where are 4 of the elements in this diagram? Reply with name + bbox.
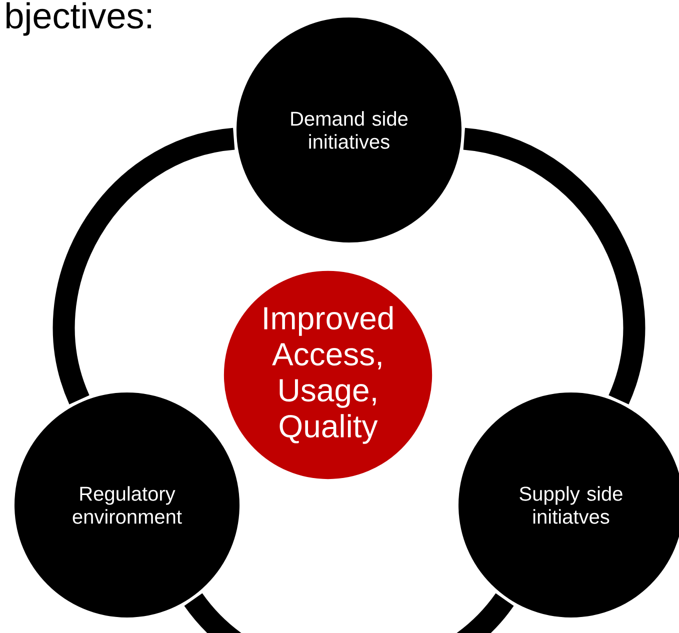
ring-arc (184, 592, 514, 633)
ring-arc (53, 128, 236, 404)
heading-text: bjectives: (6, 2, 151, 36)
ring-arc (462, 128, 645, 404)
